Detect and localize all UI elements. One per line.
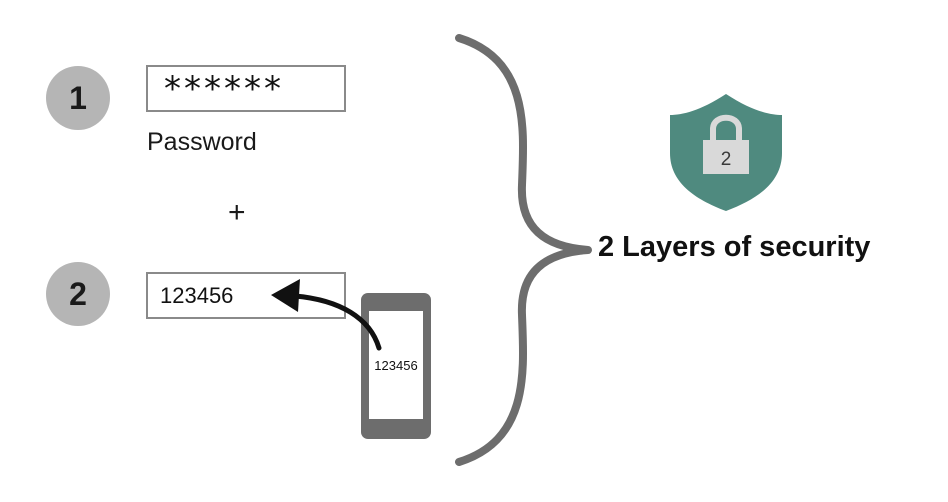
step-2-badge: 2 [46, 262, 110, 326]
curly-brace-icon [455, 34, 592, 466]
phone-screen: 123456 [369, 311, 423, 419]
step-1-number: 1 [69, 79, 87, 116]
otp-code-field: 123456 [146, 272, 346, 319]
otp-code-field-value: 123456 [160, 282, 234, 308]
security-title: 2 Layers of security [598, 231, 871, 263]
shield-number: 2 [721, 149, 732, 170]
phone-code: 123456 [374, 357, 418, 373]
password-field: ****** [146, 65, 346, 112]
password-field-value: ****** [164, 68, 284, 109]
password-label: Password [147, 128, 257, 156]
arrowhead-icon [271, 279, 300, 312]
plus-sign: + [228, 196, 246, 229]
phone-icon: 123456 [361, 293, 431, 439]
arrow-icon [292, 293, 382, 351]
step-2-number: 2 [69, 275, 87, 312]
shield-lock-icon [670, 94, 782, 211]
step-1-badge: 1 [46, 66, 110, 130]
